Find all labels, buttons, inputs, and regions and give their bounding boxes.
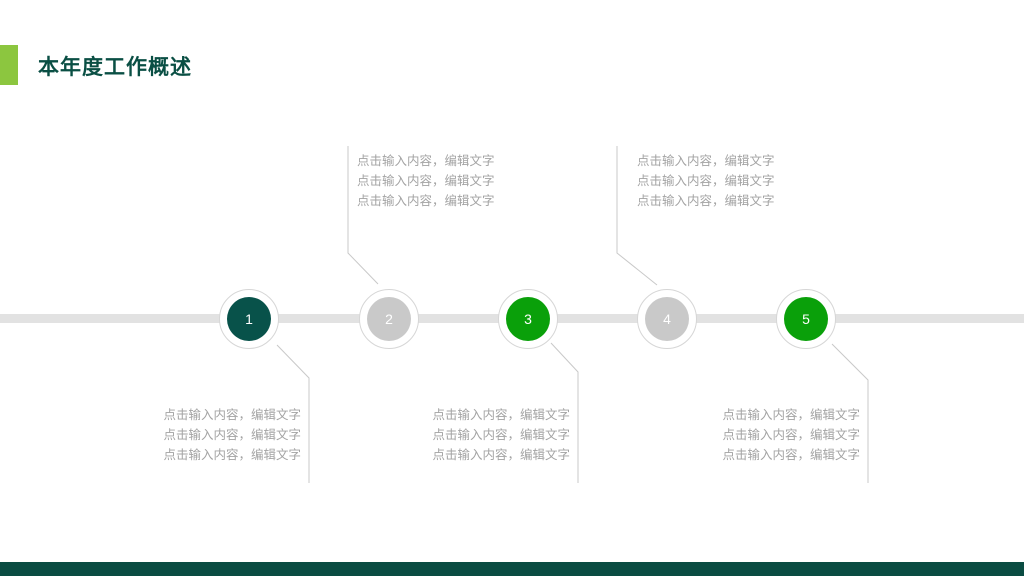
timeline-node-2-disc: 2 bbox=[367, 297, 411, 341]
timeline-node-4-number: 4 bbox=[663, 311, 671, 327]
callout-text-node-3[interactable]: 点击输入内容，编辑文字 点击输入内容，编辑文字 点击输入内容，编辑文字 bbox=[328, 405, 570, 465]
callout-line: 点击输入内容，编辑文字 bbox=[357, 173, 495, 188]
callout-line: 点击输入内容，编辑文字 bbox=[637, 173, 775, 188]
callout-line: 点击输入内容，编辑文字 bbox=[722, 407, 860, 422]
callout-line: 点击输入内容，编辑文字 bbox=[432, 407, 570, 422]
callout-line: 点击输入内容，编辑文字 bbox=[722, 447, 860, 462]
timeline-node-1-disc: 1 bbox=[227, 297, 271, 341]
callout-line: 点击输入内容，编辑文字 bbox=[357, 153, 495, 168]
timeline-node-5-number: 5 bbox=[802, 311, 810, 327]
timeline-node-5[interactable]: 5 bbox=[776, 289, 836, 349]
timeline-node-3[interactable]: 3 bbox=[498, 289, 558, 349]
callout-text-node-1[interactable]: 点击输入内容，编辑文字 点击输入内容，编辑文字 点击输入内容，编辑文字 bbox=[59, 405, 301, 465]
callout-text-node-2[interactable]: 点击输入内容，编辑文字 点击输入内容，编辑文字 点击输入内容，编辑文字 bbox=[357, 151, 495, 211]
callout-line: 点击输入内容，编辑文字 bbox=[163, 427, 301, 442]
callout-line: 点击输入内容，编辑文字 bbox=[357, 193, 495, 208]
title-accent-bar bbox=[0, 45, 18, 85]
callout-line: 点击输入内容，编辑文字 bbox=[432, 447, 570, 462]
timeline-node-3-disc: 3 bbox=[506, 297, 550, 341]
callout-line: 点击输入内容，编辑文字 bbox=[432, 427, 570, 442]
timeline-node-4[interactable]: 4 bbox=[637, 289, 697, 349]
callout-line: 点击输入内容，编辑文字 bbox=[637, 153, 775, 168]
callout-text-node-5[interactable]: 点击输入内容，编辑文字 点击输入内容，编辑文字 点击输入内容，编辑文字 bbox=[618, 405, 860, 465]
callout-line: 点击输入内容，编辑文字 bbox=[722, 427, 860, 442]
timeline-node-2-number: 2 bbox=[385, 311, 393, 327]
timeline-node-3-number: 3 bbox=[524, 311, 532, 327]
callout-text-node-4[interactable]: 点击输入内容，编辑文字 点击输入内容，编辑文字 点击输入内容，编辑文字 bbox=[637, 151, 775, 211]
callout-line: 点击输入内容，编辑文字 bbox=[163, 407, 301, 422]
timeline-node-5-disc: 5 bbox=[784, 297, 828, 341]
timeline-node-1[interactable]: 1 bbox=[219, 289, 279, 349]
footer-bar bbox=[0, 562, 1024, 576]
timeline-node-1-number: 1 bbox=[245, 311, 253, 327]
timeline-node-2[interactable]: 2 bbox=[359, 289, 419, 349]
callout-line: 点击输入内容，编辑文字 bbox=[637, 193, 775, 208]
page-title: 本年度工作概述 bbox=[38, 55, 192, 79]
callout-line: 点击输入内容，编辑文字 bbox=[163, 447, 301, 462]
timeline-node-4-disc: 4 bbox=[645, 297, 689, 341]
